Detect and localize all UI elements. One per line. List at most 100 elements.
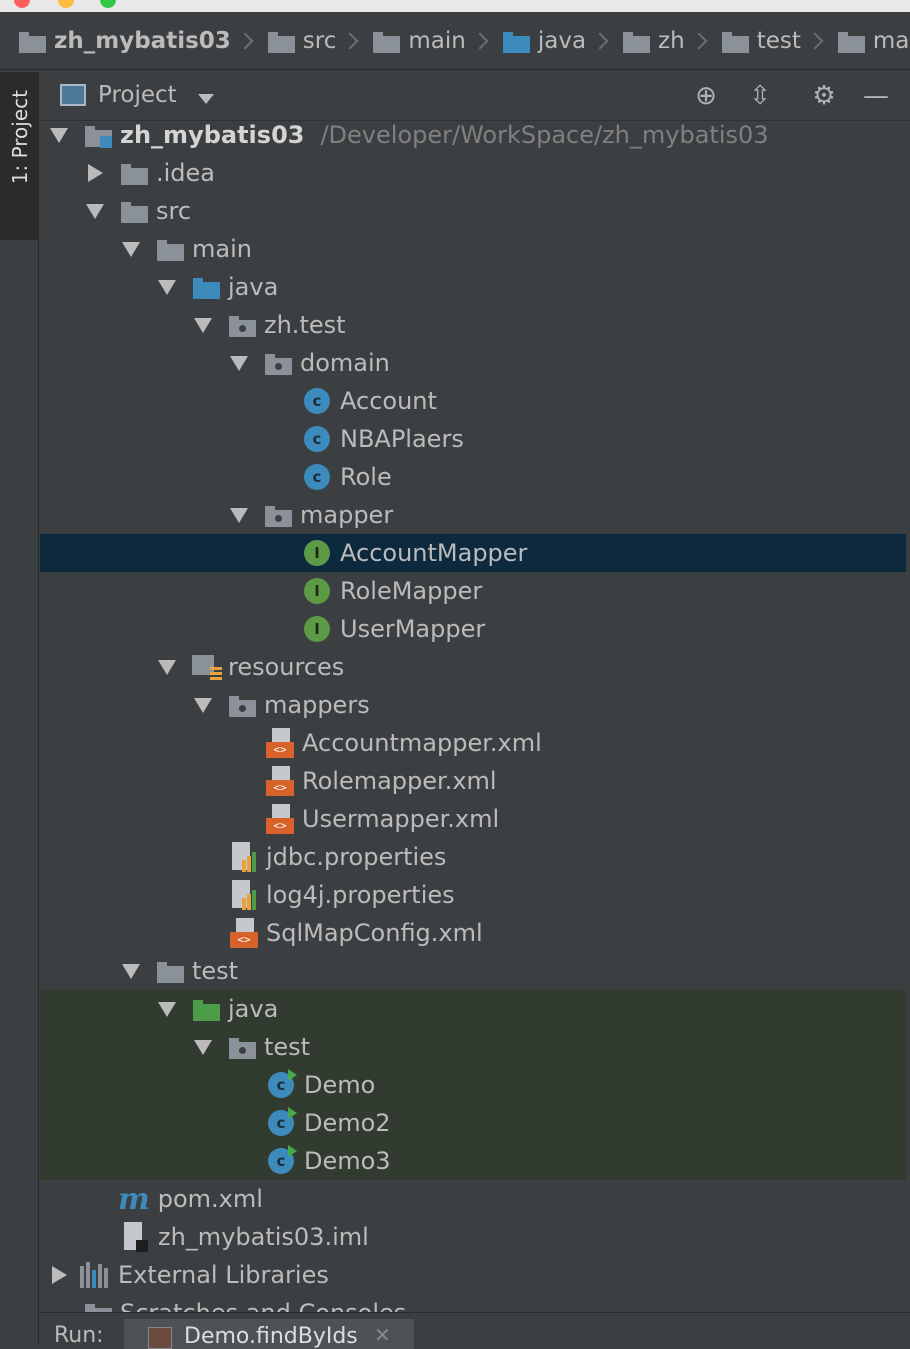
collapsed-arrow-icon[interactable] xyxy=(84,162,106,184)
project-tool-tab[interactable]: 1: Project xyxy=(0,72,38,240)
tree-row[interactable]: jdbc.properties xyxy=(40,838,906,876)
tree-row[interactable]: test xyxy=(40,1028,906,1066)
tree-row[interactable]: zh.test xyxy=(40,306,906,344)
collapsed-arrow-icon[interactable] xyxy=(48,1264,70,1286)
close-icon[interactable]: ✕ xyxy=(374,1323,391,1347)
class-icon: c xyxy=(304,426,330,452)
minimize-window-button[interactable] xyxy=(58,0,74,8)
breadcrumb-item[interactable]: zh xyxy=(622,28,721,54)
properties-file-icon xyxy=(230,880,258,910)
tree-item-label: UserMapper xyxy=(340,615,486,643)
chevron-right-icon xyxy=(690,32,708,49)
tree-row[interactable]: mappers xyxy=(40,686,906,724)
project-view-selector[interactable]: Project xyxy=(98,82,177,108)
expanded-arrow-icon[interactable] xyxy=(192,1036,214,1058)
breadcrumb-item[interactable]: mapper xyxy=(837,28,910,54)
tree-row[interactable]: test xyxy=(40,952,906,990)
interface-icon: I xyxy=(304,616,330,642)
tree-row[interactable]: zh_mybatis03/Developer/WorkSpace/zh_myba… xyxy=(40,116,906,154)
tree-row[interactable]: .idea xyxy=(40,154,906,192)
expanded-arrow-icon[interactable] xyxy=(156,656,178,678)
breadcrumb-item[interactable]: zh_mybatis03 xyxy=(18,28,267,54)
tree-item-label: .idea xyxy=(156,159,216,187)
breadcrumb-item[interactable]: test xyxy=(721,28,837,54)
tree-row[interactable]: <> Usermapper.xml xyxy=(40,800,906,838)
folder-icon xyxy=(267,28,297,54)
folder-icon xyxy=(192,996,222,1022)
project-panel: Project ⊕ ⇳ ⚙ — zh_mybatis03/Developer/W… xyxy=(40,72,910,1344)
tree-row[interactable]: <>SqlMapConfig.xml xyxy=(40,914,906,952)
project-tool-tab-label: 1: Project xyxy=(8,90,32,185)
chevron-down-icon[interactable] xyxy=(198,94,214,104)
expanded-arrow-icon[interactable] xyxy=(228,504,250,526)
run-tab-label: Demo.findByIds xyxy=(184,1324,358,1349)
expanded-arrow-icon[interactable] xyxy=(156,276,178,298)
xml-file-icon: <> xyxy=(266,804,294,834)
tree-item-label: NBAPlaers xyxy=(340,425,464,453)
breadcrumb-label: main xyxy=(408,27,466,54)
expanded-arrow-icon[interactable] xyxy=(84,200,106,222)
tree-row[interactable]: zh_mybatis03.iml xyxy=(40,1218,906,1256)
close-window-button[interactable] xyxy=(14,0,30,8)
collapse-all-icon[interactable]: ⇳ xyxy=(749,81,771,111)
tree-row[interactable]: log4j.properties xyxy=(40,876,906,914)
expanded-arrow-icon[interactable] xyxy=(48,124,70,146)
tree-row[interactable]: External Libraries xyxy=(40,1256,906,1294)
tree-row[interactable]: java xyxy=(40,268,906,306)
tree-row[interactable]: I UserMapper xyxy=(40,610,906,648)
run-tab[interactable]: Demo.findByIds ✕ xyxy=(124,1319,414,1349)
breadcrumb-item[interactable]: main xyxy=(372,28,501,54)
folder-icon xyxy=(120,160,150,186)
breadcrumb-item[interactable]: java xyxy=(502,28,622,54)
gear-icon[interactable]: ⚙ xyxy=(812,81,836,111)
class-icon: c xyxy=(304,464,330,490)
expanded-arrow-icon[interactable] xyxy=(192,694,214,716)
folder-icon xyxy=(120,198,150,224)
package-icon xyxy=(721,28,751,54)
hide-icon[interactable]: — xyxy=(863,81,889,111)
tree-row[interactable]: c NBAPlaers xyxy=(40,420,906,458)
expanded-arrow-icon[interactable] xyxy=(192,314,214,336)
tree-row[interactable]: <>Accountmapper.xml xyxy=(40,724,906,762)
test-class-icon: c xyxy=(268,1107,297,1136)
source-folder-icon xyxy=(502,28,532,54)
breadcrumb-label: zh xyxy=(658,27,685,54)
tree-item-label: External Libraries xyxy=(118,1261,329,1289)
zoom-window-button[interactable] xyxy=(100,0,116,8)
tree-item-label: Usermapper.xml xyxy=(302,805,500,833)
tree-row[interactable]: mapper xyxy=(40,496,906,534)
tree-row[interactable]: main xyxy=(40,230,906,268)
tree-item-label: resources xyxy=(228,653,345,681)
tree-row[interactable]: java xyxy=(40,990,906,1028)
module-icon xyxy=(18,28,48,54)
package-icon xyxy=(228,692,258,718)
tree-row[interactable]: resources xyxy=(40,648,906,686)
tree-row[interactable]: src xyxy=(40,192,906,230)
package-icon xyxy=(228,312,258,338)
expanded-arrow-icon[interactable] xyxy=(120,960,142,982)
chevron-right-icon xyxy=(471,32,489,49)
expanded-arrow-icon[interactable] xyxy=(120,238,142,260)
expanded-arrow-icon[interactable] xyxy=(228,352,250,374)
tree-row[interactable]: <>Rolemapper.xml xyxy=(40,762,906,800)
breadcrumb-label: java xyxy=(537,27,587,54)
test-class-icon: c xyxy=(268,1069,297,1098)
iml-file-icon xyxy=(122,1222,148,1252)
expanded-arrow-icon[interactable] xyxy=(156,998,178,1020)
properties-file-icon xyxy=(230,842,258,872)
tree-row[interactable]: domain xyxy=(40,344,906,382)
tree-item-label: src xyxy=(156,197,192,225)
chevron-right-icon xyxy=(591,32,609,49)
locate-icon[interactable]: ⊕ xyxy=(695,81,717,111)
breadcrumb-item[interactable]: src xyxy=(267,28,373,54)
interface-icon: I xyxy=(304,540,330,566)
